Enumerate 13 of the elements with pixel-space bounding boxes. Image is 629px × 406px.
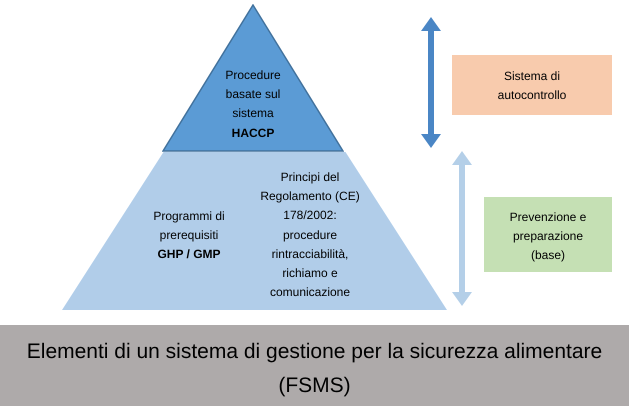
node-label: Principi del Regolamento (CE) 178/2002: procedure rintracciabilità, richiamo e comunicazione — [259, 169, 361, 302]
node-label: HACCP — [230, 125, 276, 142]
node-label: Prevenzione e preparazione (base) — [508, 209, 588, 264]
title-band — [0, 325, 629, 406]
node-label: Elementi di un sistema di gestione per la sicurezza alimentare (FSMS) — [26, 339, 604, 399]
node-label: Procedure basate sul sistema — [224, 67, 282, 122]
category-box — [484, 197, 612, 272]
node-label: Programmi di prerequisiti — [152, 208, 226, 244]
pyramid-base-trapezoid — [62, 152, 447, 310]
node-label: Sistema di autocontrollo — [496, 68, 568, 104]
category-box — [452, 55, 612, 115]
node-label: GHP / GMP — [156, 246, 222, 263]
pyramid-top-triangle — [162, 4, 344, 152]
